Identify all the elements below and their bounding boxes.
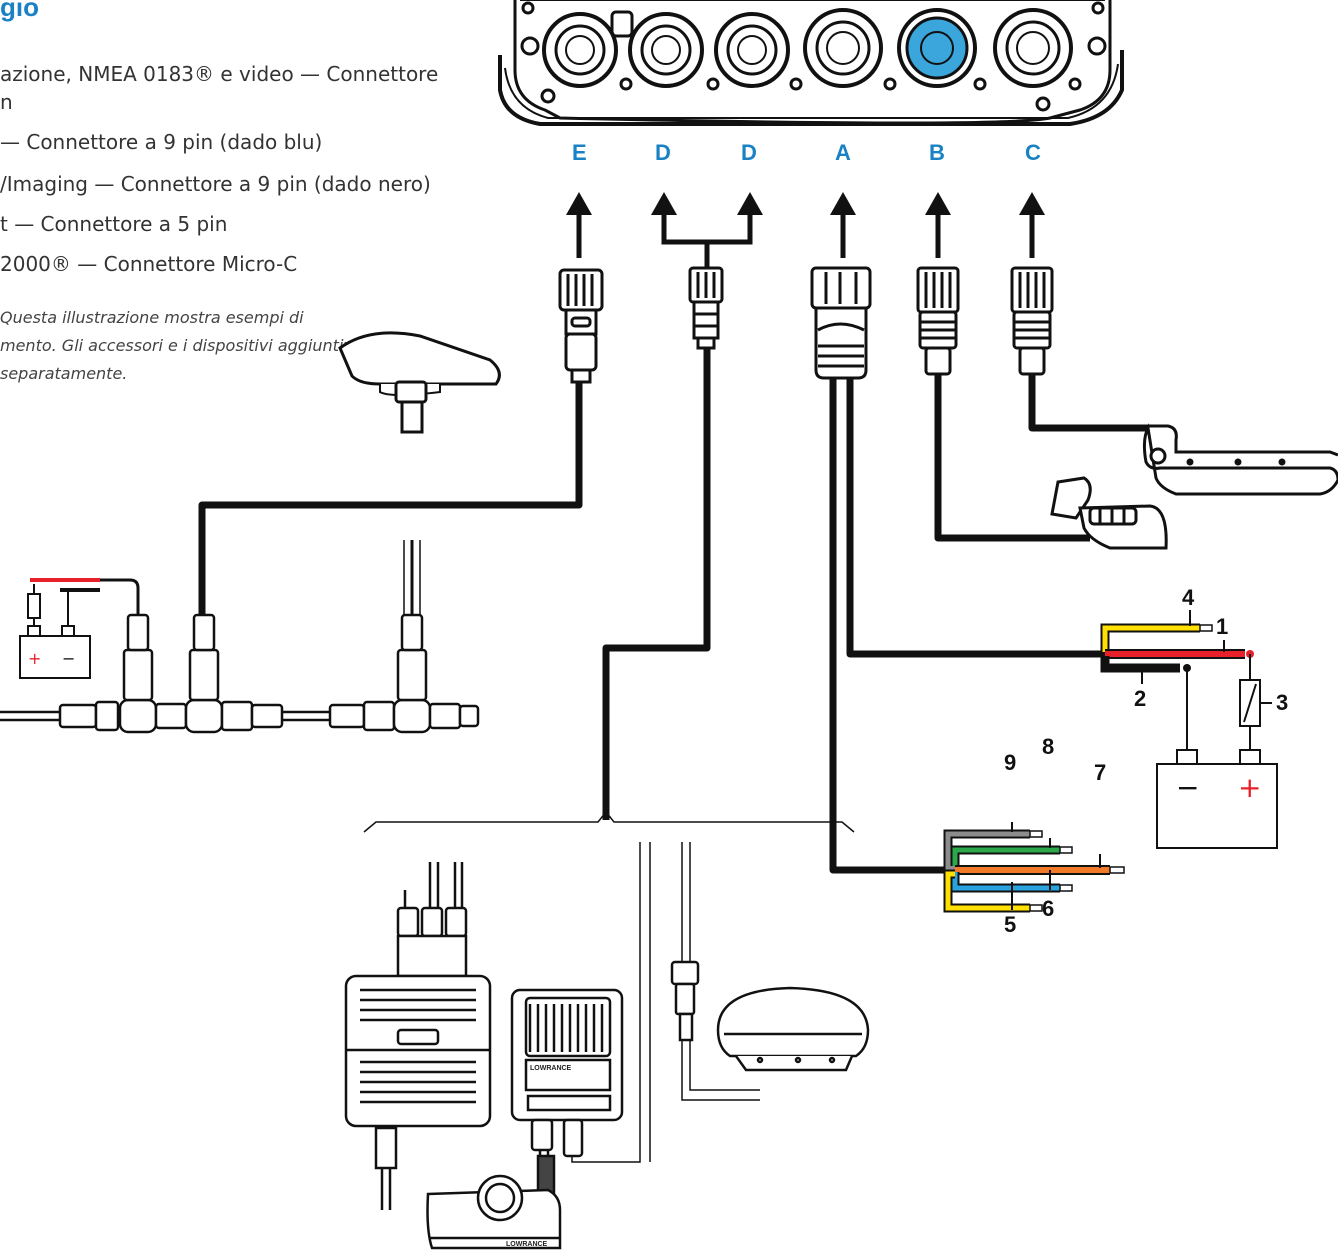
note-line-1: Questa illustrazione mostra esempi di: [0, 308, 304, 327]
page-title: gio: [0, 0, 39, 22]
battery-minus-label: −: [1176, 771, 1199, 804]
wire-label-7: 7: [1094, 760, 1106, 785]
port-label-a: A: [835, 140, 851, 165]
battery-left: [19, 578, 100, 679]
cables: [198, 348, 1148, 874]
battery-right: [1156, 749, 1278, 849]
plug-d: [688, 266, 724, 350]
port-label-b: B: [929, 140, 945, 165]
cable-d-ethernet: [602, 348, 711, 820]
legend-line-2: n: [0, 90, 13, 114]
gps-antenna: [338, 331, 501, 434]
port-c-socket: [993, 8, 1073, 88]
legend-line-5: t — Connettore a 5 pin: [0, 212, 228, 236]
cable-e-nmea2000: [198, 382, 583, 625]
port-d2-socket: [714, 12, 790, 88]
note-line-2: mento. Gli accessori e i dispositivi agg…: [0, 336, 401, 355]
port-b-socket: [897, 8, 977, 88]
legend-line-4: /Imaging — Connettore a 9 pin (dado nero…: [0, 172, 431, 196]
connection-arrows: [566, 192, 1045, 268]
wire-label-4: 4: [1182, 585, 1195, 610]
wire-label-3: 3: [1276, 690, 1288, 715]
port-a-socket: [803, 8, 883, 88]
legend-line-3: — Connettore a 9 pin (dado blu): [0, 130, 323, 154]
cable-c-transducer: [1028, 374, 1148, 432]
network-module: [344, 862, 492, 1210]
display-rear-panel: [498, 0, 1124, 126]
device-cables: [571, 842, 760, 1163]
transducer-brand: LOWRANCE: [506, 1241, 548, 1248]
port-label-e: E: [572, 140, 587, 165]
plug-b: [916, 266, 960, 376]
plug-c: [1010, 266, 1054, 376]
bottom-transducer: [426, 1154, 562, 1250]
port-label-d1: D: [655, 140, 671, 165]
wire-label-9: 9: [1004, 750, 1016, 775]
legend-line-6: 2000® — Connettore Micro-C: [0, 252, 298, 276]
cable-a-data: [829, 378, 955, 874]
data-wires: [943, 822, 1125, 913]
port-d1-socket: [628, 12, 704, 88]
battery-left-minus-label: −: [62, 649, 75, 668]
transducer-b-thruhull: [1050, 476, 1168, 550]
plug-a: [810, 266, 872, 380]
device-group-bracket: [363, 810, 855, 833]
wire-label-2: 2: [1134, 686, 1146, 711]
wire-label-6: 6: [1042, 896, 1054, 921]
power-wires: [1100, 623, 1261, 750]
radar-dome: [670, 960, 870, 1072]
wire-label-8: 8: [1042, 734, 1054, 759]
port-e-socket: [542, 12, 618, 88]
plug-e: [558, 268, 604, 384]
transducer-c-transom: [1142, 423, 1338, 496]
cable-a-power: [846, 378, 1105, 658]
nmea2000-backbone: [0, 613, 480, 734]
sonar-hub: [510, 988, 624, 1176]
backbone-drops: [80, 540, 421, 615]
port-label-d2: D: [741, 140, 757, 165]
note-line-3: separatamente.: [0, 364, 128, 383]
cable-b-transducer: [934, 374, 1090, 542]
wire-label-5: 5: [1004, 912, 1016, 937]
port-label-c: C: [1025, 140, 1041, 165]
battery-plus-label: +: [1238, 771, 1261, 804]
battery-left-plus-label: +: [28, 649, 41, 668]
legend-line-1: azione, NMEA 0183® e video — Connettore: [0, 62, 439, 86]
wire-label-1: 1: [1216, 614, 1228, 639]
sonar-hub-brand: LOWRANCE: [530, 1065, 572, 1072]
